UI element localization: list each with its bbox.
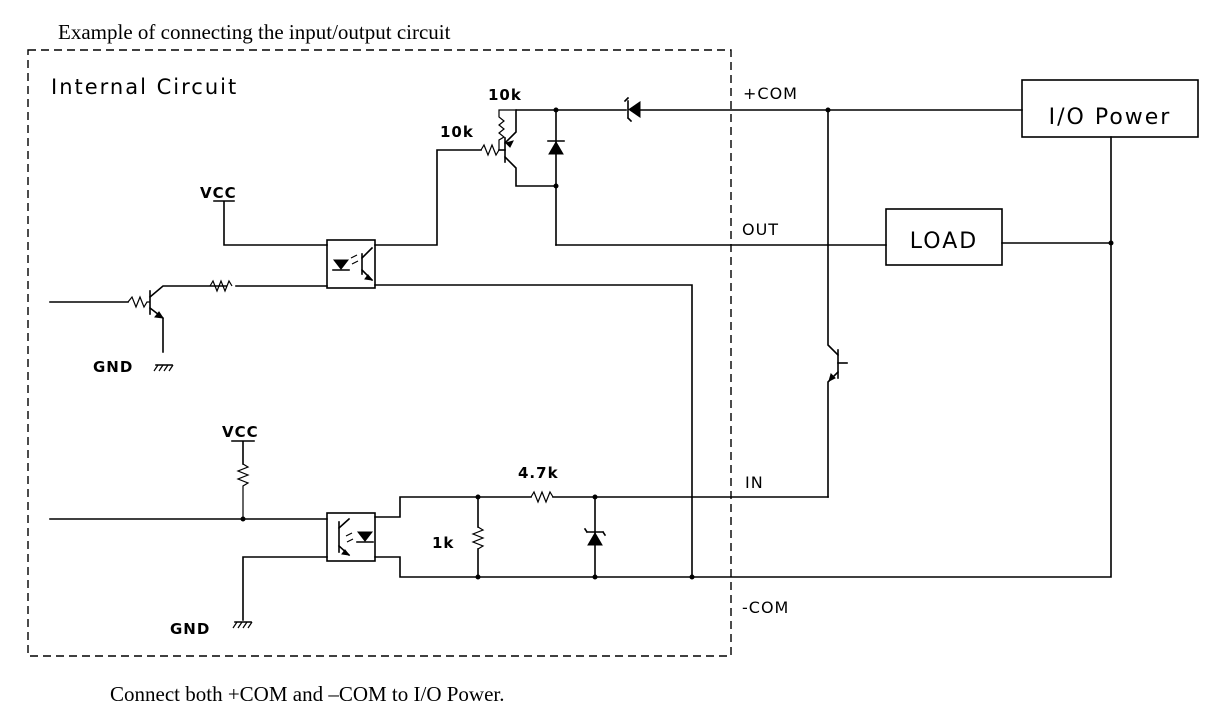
external-sensor-transistor xyxy=(827,109,848,498)
minus-com-terminal: -COM xyxy=(742,598,789,617)
r-4k7-label: 4.7k xyxy=(518,464,559,482)
in-terminal: IN xyxy=(745,473,764,492)
ground-symbol-top xyxy=(153,364,174,372)
reverse-protection-diode xyxy=(623,96,641,123)
opto-to-pnp-base-wire xyxy=(374,149,482,246)
junction-1k-bottom xyxy=(475,574,481,580)
vcc-top-wire xyxy=(213,200,328,246)
pnp-pullup-resistor xyxy=(498,109,515,150)
plus-com-terminal: +COM xyxy=(743,84,798,103)
output-optocoupler xyxy=(326,239,376,289)
vcc-bottom-wire xyxy=(231,440,255,465)
input-return-wire xyxy=(374,556,693,578)
input-to-opto-wire xyxy=(374,496,532,518)
input-shunt-resistor xyxy=(471,526,485,550)
internal-circuit-boundary xyxy=(27,49,732,657)
junction-minus-com xyxy=(689,574,695,580)
diagram-title: Example of connecting the input/output c… xyxy=(58,20,451,44)
ground-symbol-bottom xyxy=(232,621,253,629)
junction-zener-bottom xyxy=(592,574,598,580)
load-box xyxy=(885,208,1003,266)
r-10k-top-label: 10k xyxy=(488,86,522,104)
diagram-footer: Connect both +COM and –COM to I/O Power. xyxy=(110,682,505,706)
gnd-label-top: GND xyxy=(93,358,133,376)
gnd-label-bottom: GND xyxy=(170,620,210,638)
vcc-label-bottom: VCC xyxy=(222,423,259,441)
input-opto-emitter-wire xyxy=(242,556,328,621)
output-drive-base-resistor xyxy=(127,295,150,309)
output-pnp-transistor xyxy=(498,109,557,187)
input-series-resistor xyxy=(530,490,554,504)
out-terminal: OUT xyxy=(742,220,779,239)
input-optocoupler xyxy=(326,512,376,562)
io-power-box xyxy=(1021,79,1199,138)
input-zener-diode xyxy=(583,496,607,578)
input-pullup-resistor xyxy=(236,463,250,519)
internal-circuit-label: Internal Circuit xyxy=(51,75,238,99)
io-power-label: I/O Power xyxy=(1049,105,1172,130)
vcc-label-top: VCC xyxy=(200,184,237,202)
load-label: LOAD xyxy=(910,229,978,254)
pnp-base-resistor xyxy=(480,143,500,157)
io-power-negative-rail xyxy=(691,136,1112,578)
output-led-resistor xyxy=(209,279,233,293)
r-10k-base-label: 10k xyxy=(440,123,474,141)
opto-emitter-to-minus-com-wire xyxy=(374,284,693,578)
junction-output-node xyxy=(553,183,559,189)
output-clamp-diode xyxy=(547,109,565,246)
r-1k-label: 1k xyxy=(432,534,454,552)
output-drive-transistor xyxy=(148,285,227,353)
